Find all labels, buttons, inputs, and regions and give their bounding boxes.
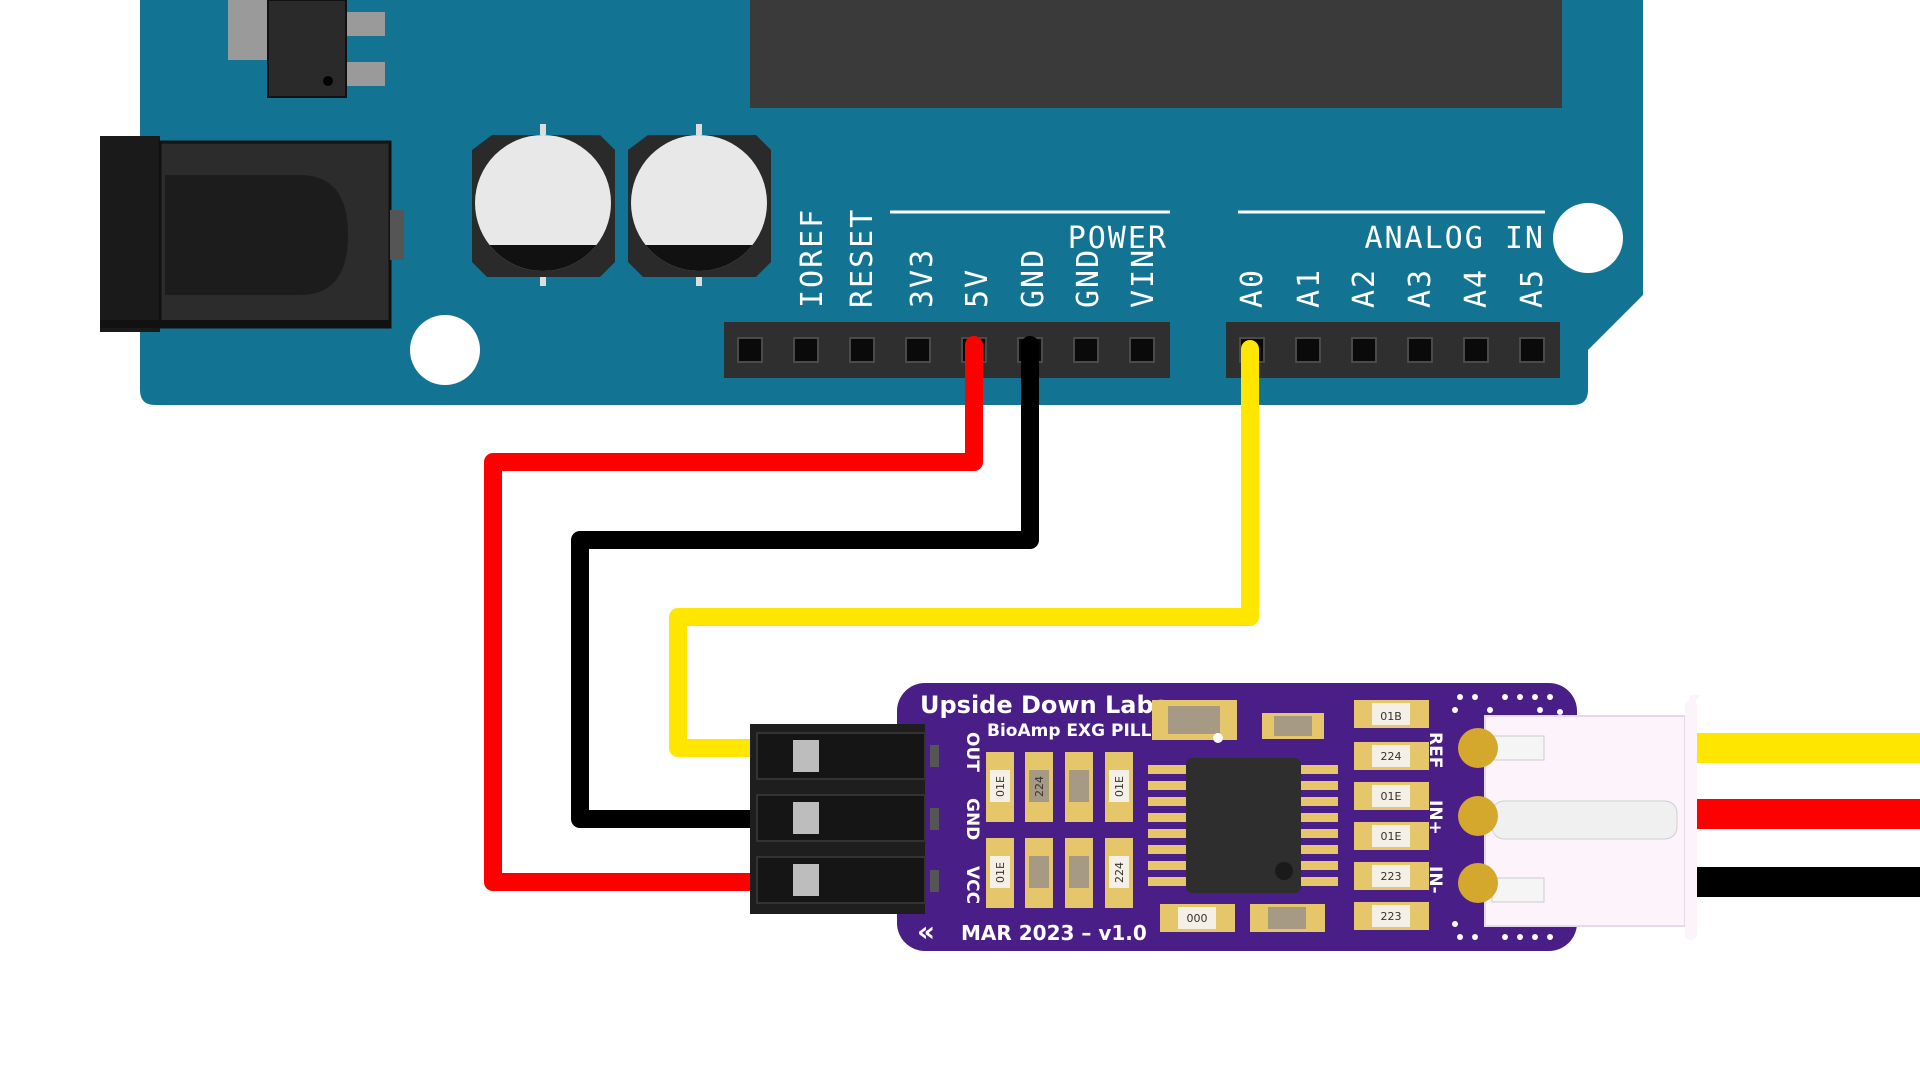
capacitor-2 [628, 124, 771, 286]
analog-pin-labels: A0 A1 A2 A3 A4 A5 [1235, 268, 1550, 308]
pin-label-vin: VIN [1126, 248, 1161, 308]
analog-header-title: ANALOG IN [1364, 221, 1545, 256]
capacitor-1 [472, 124, 615, 286]
module-pin-out: OUT [962, 732, 982, 772]
wire-signal [669, 340, 1259, 757]
pin-label-a3: A3 [1403, 268, 1438, 308]
module-pin-in-minus: IN- [1425, 866, 1445, 894]
code-224-left-2: 224 [1113, 862, 1126, 883]
module-left-connector [750, 724, 939, 914]
power-header-title: POWER [1068, 221, 1168, 256]
pin-label-5v: 5V [960, 268, 995, 308]
code-224-right: 224 [1381, 750, 1402, 763]
microcontroller-chip [750, 0, 1562, 108]
arduino-board: POWER ANALOG IN IOREF RESET 3V3 5V GND G… [100, 0, 1643, 405]
code-01e-right-1: 01E [1381, 790, 1402, 803]
voltage-regulator [228, 0, 385, 98]
dc-power-jack [100, 136, 404, 332]
pin-label-a2: A2 [1347, 268, 1382, 308]
module-pin-ref: REF [1425, 732, 1445, 768]
pin-label-a5: A5 [1515, 268, 1550, 308]
pin-label-gnd-2: GND [1071, 248, 1106, 308]
module-product: BioAmp EXG PILL [987, 721, 1152, 741]
module-pin-vcc: VCC [962, 866, 982, 904]
mounting-hole-left [410, 315, 480, 385]
code-01e-left-3: 01E [994, 862, 1007, 883]
code-01b: 01B [1380, 710, 1402, 723]
code-224-left-1: 224 [1033, 776, 1046, 797]
component-code-labels: 01B 224 01E 01E 223 223 01E 224 01E 01E … [994, 710, 1402, 925]
pin-label-ioref: IOREF [795, 208, 830, 308]
passive-components [986, 700, 1429, 932]
pin-label-a1: A1 [1292, 268, 1327, 308]
cable-wire-black [1680, 867, 1920, 897]
pin-label-3v3: 3V3 [905, 248, 940, 308]
code-000: 000 [1187, 912, 1208, 925]
module-pin-in-plus: IN+ [1425, 800, 1445, 835]
module-brand: Upside Down Labs [920, 691, 1168, 719]
pin-label-gnd-1: GND [1016, 248, 1051, 308]
analog-header [1226, 322, 1560, 378]
wire-gnd [571, 336, 1039, 828]
power-pin-labels: IOREF RESET 3V3 5V GND GND VIN [795, 208, 1161, 308]
cable-wire-yellow [1680, 733, 1920, 763]
code-01e-left-1: 01E [994, 776, 1007, 797]
power-header [724, 322, 1170, 378]
code-01e-right-2: 01E [1381, 830, 1402, 843]
mounting-hole-right [1553, 203, 1623, 273]
pin-label-reset: RESET [845, 208, 880, 308]
pin-label-a4: A4 [1459, 268, 1494, 308]
jumper-wires [484, 336, 1259, 891]
module-pin-gnd: GND [962, 798, 982, 840]
jst-connector [1458, 695, 1700, 940]
module-chevron: « [917, 915, 935, 948]
code-223-right-2: 223 [1381, 910, 1402, 923]
bioamp-exg-pill-module: Upside Down Labs BioAmp EXG PILL « MAR 2… [750, 683, 1920, 951]
module-revision: MAR 2023 – v1.0 [961, 921, 1147, 945]
amplifier-ic [1148, 758, 1338, 893]
cable-wire-red [1680, 799, 1920, 829]
code-01e-left-2: 01E [1113, 776, 1126, 797]
pin-label-a0: A0 [1235, 268, 1270, 308]
code-223-right-1: 223 [1381, 870, 1402, 883]
wire-vcc [484, 336, 983, 891]
